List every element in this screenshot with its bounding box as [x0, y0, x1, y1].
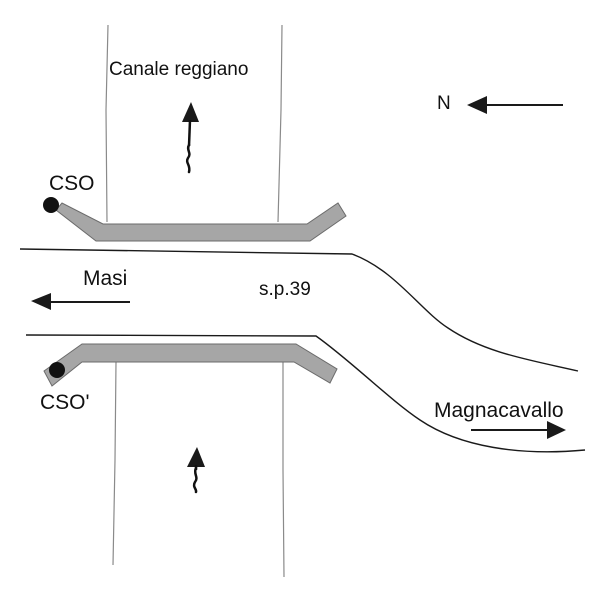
canal-bank-right-bottom	[282, 362, 285, 578]
magnacavallo-label: Magnacavallo	[434, 399, 564, 422]
canal-flow-arrow-bottom	[187, 447, 205, 494]
cso-top-label: CSO	[49, 172, 95, 195]
cso-bottom-label: CSO'	[40, 391, 90, 414]
road-label: s.p.39	[259, 279, 311, 300]
road-edge-upper	[19, 248, 579, 372]
canal-bank-right-top	[277, 24, 283, 223]
canal-bank-left-bottom	[112, 361, 117, 566]
canal-flow-arrow-top	[182, 102, 199, 174]
canal-bank-left-top	[105, 24, 109, 223]
north-label: N	[437, 93, 451, 114]
cso-outfall-dot-bottom	[49, 362, 65, 378]
canal-label: Canale reggiano	[109, 59, 248, 80]
magnacavallo-arrow-head	[547, 421, 566, 439]
cso-outfall-dot-top	[43, 197, 59, 213]
road-edge-lower	[25, 334, 586, 453]
masi-label: Masi	[83, 267, 127, 290]
north-arrow-head	[467, 96, 487, 114]
masi-arrow-head	[31, 293, 51, 310]
cso-pipe-top	[55, 202, 347, 242]
cso-pipe-bottom	[43, 343, 338, 387]
